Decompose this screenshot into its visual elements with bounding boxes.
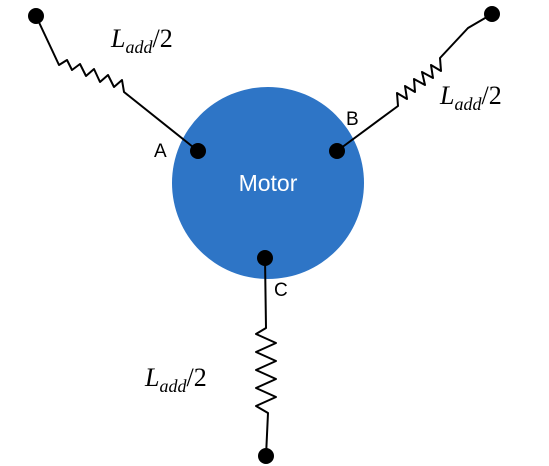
terminal-label-a: A [154,141,167,162]
terminal-label-c: C [274,280,288,301]
branch-a-wire [35,15,199,152]
inductor-label-c: Ladd/2 [144,363,207,396]
end-a-dot [28,8,44,24]
inductor-label-a: Ladd/2 [110,24,173,57]
inductor-label-b: Ladd/2 [439,81,502,114]
end-b-dot [484,6,500,22]
terminal-b-dot [329,143,345,159]
motor-label: Motor [239,170,298,196]
inductor-b-symbol: L [439,81,454,110]
inductor-a-symbol: L [110,24,125,53]
end-c-dot [258,448,274,464]
inductor-a-suffix: /2 [152,24,172,53]
motor-body [172,87,364,279]
inductor-c-symbol: L [144,363,159,392]
terminal-label-b: B [346,109,359,130]
branch-b-wire [336,13,493,152]
inductor-c-subscript: add [159,376,187,396]
inductor-c-suffix: /2 [186,363,206,392]
terminal-a-dot [190,143,206,159]
branch-c-wire [255,257,277,457]
inductor-b-suffix: /2 [481,81,501,110]
inductor-b-subscript: add [454,94,482,114]
terminal-c-dot [257,250,273,266]
inductor-a-subscript: add [125,37,153,57]
